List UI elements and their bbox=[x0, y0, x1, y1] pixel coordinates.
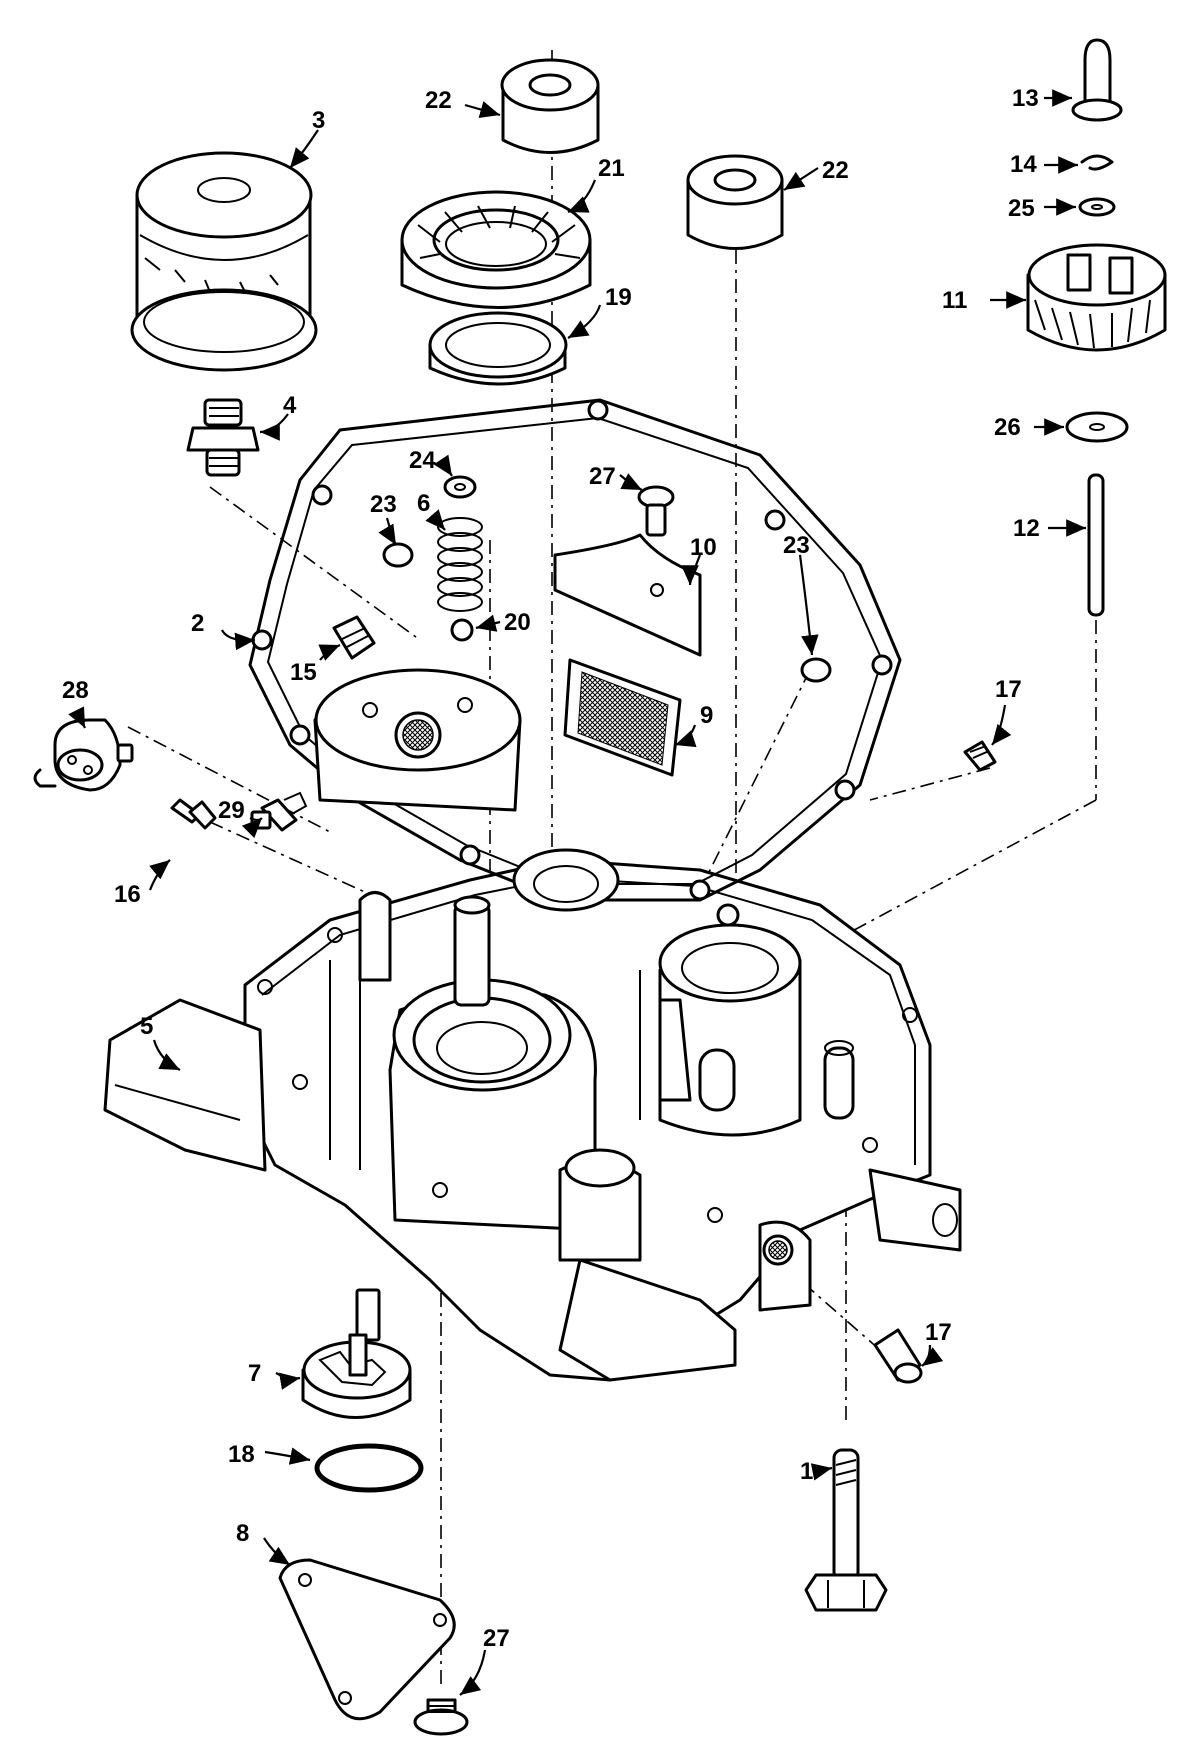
callout-leaders bbox=[68, 89, 1086, 1696]
cover-plate-8 bbox=[278, 1558, 456, 1721]
callout-13: 13 bbox=[1012, 85, 1039, 112]
callout-22-right: 22 bbox=[822, 157, 849, 184]
snap-ring-14 bbox=[1080, 154, 1114, 171]
plug-16 bbox=[170, 798, 217, 830]
callout-11: 11 bbox=[942, 287, 967, 314]
callout-14: 14 bbox=[1010, 151, 1037, 178]
bearing-22-right bbox=[686, 154, 784, 250]
sender-28 bbox=[33, 718, 134, 792]
plug-17-top bbox=[963, 740, 997, 772]
callout-12: 12 bbox=[1013, 515, 1040, 542]
callout-27-bottom: 27 bbox=[483, 1625, 510, 1652]
pump-rotor-7 bbox=[301, 1288, 412, 1419]
plug-17-bottom bbox=[873, 1328, 923, 1384]
plug-15 bbox=[332, 615, 376, 660]
callout-20: 20 bbox=[504, 609, 531, 636]
relief-spring-6 bbox=[437, 517, 483, 612]
o-ring-18 bbox=[314, 1443, 424, 1493]
screw-27-top bbox=[637, 485, 675, 537]
pan-gasket bbox=[248, 398, 902, 902]
screw-27-bottom bbox=[413, 1698, 469, 1736]
callout-7: 7 bbox=[248, 1360, 261, 1387]
callout-17-top: 17 bbox=[995, 676, 1022, 703]
callout-6: 6 bbox=[417, 490, 430, 517]
callout-19: 19 bbox=[605, 284, 632, 311]
bearing-22-top bbox=[500, 58, 600, 154]
callout-2: 2 bbox=[191, 610, 204, 637]
bolt-1 bbox=[804, 1448, 888, 1612]
callout-28: 28 bbox=[62, 677, 89, 704]
callout-5: 5 bbox=[140, 1013, 153, 1040]
callout-15: 15 bbox=[290, 659, 317, 686]
callout-25: 25 bbox=[1008, 195, 1035, 222]
callout-22-top: 22 bbox=[425, 87, 452, 114]
callout-24: 24 bbox=[409, 447, 436, 474]
baffle-plate-10 bbox=[553, 533, 702, 657]
screen-9 bbox=[563, 658, 682, 777]
ball-23-left bbox=[382, 542, 414, 568]
callout-1: 1 bbox=[800, 1458, 813, 1485]
valve-retainer-24 bbox=[443, 475, 477, 499]
callout-9: 9 bbox=[700, 702, 713, 729]
oil-filter bbox=[130, 151, 318, 372]
washer-25 bbox=[1078, 197, 1116, 217]
callout-23-left: 23 bbox=[370, 491, 397, 518]
filter-fitting bbox=[186, 398, 260, 477]
callout-21: 21 bbox=[598, 155, 625, 182]
gear-11 bbox=[1026, 243, 1167, 352]
oil-pan-housing bbox=[103, 858, 962, 1382]
o-ring-20 bbox=[450, 618, 474, 642]
callout-26: 26 bbox=[994, 414, 1021, 441]
fitting-29 bbox=[250, 791, 308, 832]
callout-17-bottom: 17 bbox=[925, 1319, 952, 1346]
pin-12 bbox=[1087, 473, 1105, 617]
roller-bearing-21 bbox=[400, 190, 592, 309]
callout-8: 8 bbox=[236, 1520, 249, 1547]
callout-10: 10 bbox=[690, 534, 717, 561]
callout-16: 16 bbox=[114, 881, 141, 908]
bearing-cup-19 bbox=[428, 311, 568, 386]
shaft-13 bbox=[1071, 38, 1123, 122]
thrust-washer-26 bbox=[1065, 411, 1129, 443]
callout-3: 3 bbox=[312, 107, 325, 134]
callout-18: 18 bbox=[228, 1441, 255, 1468]
ball-23-right bbox=[800, 657, 832, 683]
callout-27-top: 27 bbox=[589, 463, 616, 490]
callout-4: 4 bbox=[283, 392, 297, 419]
callout-23-right: 23 bbox=[783, 532, 810, 559]
pump-boss bbox=[313, 668, 620, 912]
callout-29: 29 bbox=[218, 797, 245, 824]
callout-numbers: 1 2 3 4 5 6 7 8 9 10 11 12 13 14 15 16 1… bbox=[62, 85, 1040, 1652]
